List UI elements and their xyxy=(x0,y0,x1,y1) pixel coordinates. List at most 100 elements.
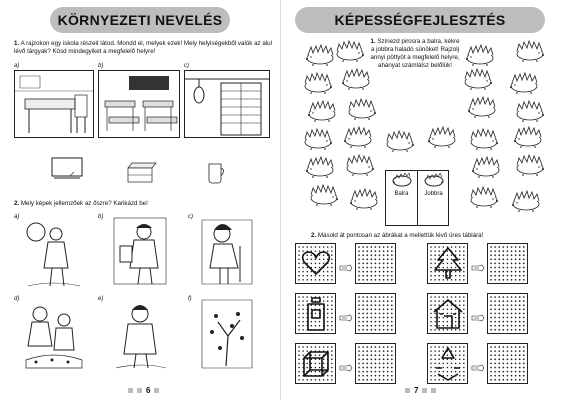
pencil-hand-icon xyxy=(471,359,485,372)
task-text: Színezd pirosra a balra, kékre a jobbra … xyxy=(370,38,460,69)
hedgehog-icon xyxy=(348,98,376,120)
empty-dot-grid[interactable] xyxy=(487,293,528,334)
tree-figure xyxy=(427,243,468,284)
hedgehog-icon xyxy=(470,186,498,208)
right-column-label: Jobbra xyxy=(424,191,443,197)
page-title: KÖRNYEZETI NEVELÉS xyxy=(57,12,223,28)
label-a: a) xyxy=(14,63,20,69)
hedgehog-icon xyxy=(516,40,544,62)
page-square xyxy=(128,388,133,393)
label-d: d) xyxy=(14,296,20,302)
boy-with-basket-illustration xyxy=(110,216,172,290)
task-1-instructions: 1. Színezd pirosra a balra, kékre a jobb… xyxy=(369,38,461,70)
hedgehog-icon xyxy=(516,154,544,176)
left-column-label: Balra xyxy=(394,191,409,197)
page-number: 7 xyxy=(414,386,419,395)
gym-scene xyxy=(184,70,270,138)
building-figure xyxy=(295,293,336,334)
page-square xyxy=(154,388,160,393)
kitchen-scene xyxy=(14,70,94,138)
task-1-instructions: 1. A rajzokon egy iskola részeit látod. … xyxy=(14,40,272,56)
hedgehog-icon xyxy=(428,126,456,148)
child-in-winter-coat-illustration xyxy=(110,298,172,372)
task-2-instructions: 2. Mely képek jellemzőek az őszre? Karik… xyxy=(14,200,272,208)
hedgehog-icon xyxy=(470,128,498,150)
task-text: Mely képek jellemzőek az őszre? Karikázd… xyxy=(20,200,148,207)
copy-grids-area xyxy=(281,0,561,400)
hedgehog-icon xyxy=(304,128,332,150)
empty-dot-grid[interactable] xyxy=(355,243,396,284)
label-c: c) xyxy=(188,214,193,220)
page-square xyxy=(137,388,142,393)
hedgehog-icon xyxy=(514,126,542,148)
label-c: c) xyxy=(184,63,189,69)
heart-figure xyxy=(295,243,336,284)
vaulting-box-object xyxy=(124,160,160,186)
page-title-bar: KÉPESSÉGFEJLESZTÉS xyxy=(295,7,545,33)
pencil-hand-icon xyxy=(471,259,485,272)
task-text: Másold át pontosan az ábrákat a mellettü… xyxy=(317,232,484,239)
page-square xyxy=(431,388,437,393)
hedgehog-icon xyxy=(516,100,544,122)
empty-dot-grid[interactable] xyxy=(487,343,528,384)
hedgehog-icon xyxy=(304,72,332,94)
tree-with-leaves-illustration xyxy=(196,298,258,372)
empty-dot-grid[interactable] xyxy=(487,243,528,284)
child-with-ball-illustration xyxy=(22,216,84,290)
task-text: A rajzokon egy iskola részeit látod. Mon… xyxy=(14,40,272,55)
hedgehog-icon xyxy=(306,44,334,66)
table-divider xyxy=(417,171,418,225)
classroom-scene xyxy=(98,70,180,138)
hedgehog-icon xyxy=(468,96,496,118)
page-square xyxy=(405,388,410,393)
label-b: b) xyxy=(98,63,104,69)
face-figure xyxy=(427,343,468,384)
pencil-hand-icon xyxy=(471,309,485,322)
house-figure xyxy=(427,293,468,334)
right-hedgehog-icon xyxy=(418,171,449,189)
blackboard-object xyxy=(50,156,86,182)
label-b: b) xyxy=(98,214,104,220)
left-hedgehog-icon xyxy=(386,171,417,189)
jug-object xyxy=(204,160,228,186)
hedgehog-icon xyxy=(306,156,334,178)
empty-dot-grid[interactable] xyxy=(355,343,396,384)
hedgehog-icon xyxy=(310,184,338,206)
task-number: 1. xyxy=(14,40,20,47)
girl-in-rain-illustration xyxy=(196,216,258,290)
hedgehog-icon xyxy=(350,188,378,210)
label-a: a) xyxy=(14,214,20,220)
hedgehog-field xyxy=(281,0,561,230)
task-number: 2. xyxy=(311,232,317,239)
label-e: e) xyxy=(98,296,104,302)
hedgehog-icon xyxy=(512,190,540,212)
label-f: f) xyxy=(188,296,192,302)
hedgehog-icon xyxy=(472,156,500,178)
page-number-left: 6 xyxy=(128,386,160,395)
counting-table: Balra Jobbra xyxy=(385,170,449,226)
pencil-hand-icon xyxy=(339,359,353,372)
page-number: 6 xyxy=(146,386,151,395)
pencil-hand-icon xyxy=(339,259,353,272)
hedgehog-icon xyxy=(346,154,374,176)
hedgehog-icon xyxy=(510,72,538,94)
task-number: 1. xyxy=(370,38,376,45)
right-page: KÉPESSÉGFEJLESZTÉS xyxy=(281,0,561,400)
left-page: KÖRNYEZETI NEVELÉS 1. A rajzokon egy isk… xyxy=(0,0,280,400)
page-title-bar: KÖRNYEZETI NEVELÉS xyxy=(50,7,230,33)
empty-dot-grid[interactable] xyxy=(355,293,396,334)
page-title: KÉPESSÉGFEJLESZTÉS xyxy=(334,12,506,28)
hedgehog-icon xyxy=(466,44,494,66)
kids-with-leaves-illustration xyxy=(22,298,84,372)
book-spine xyxy=(280,0,281,400)
hedgehog-icon xyxy=(342,68,370,90)
hedgehog-icon xyxy=(344,126,372,148)
hedgehog-icon xyxy=(336,40,364,62)
page-number-right: 7 xyxy=(405,386,437,395)
page-square xyxy=(422,388,428,393)
pencil-hand-icon xyxy=(339,309,353,322)
cube-figure xyxy=(295,343,336,384)
hedgehog-icon xyxy=(464,68,492,90)
hedgehog-icon xyxy=(386,130,414,152)
hedgehog-icon xyxy=(308,100,336,122)
